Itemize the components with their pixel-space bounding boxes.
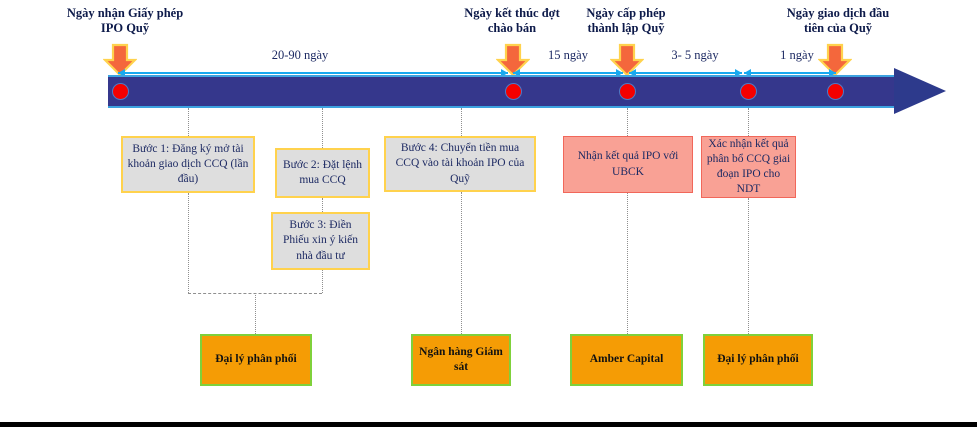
timeline-bar-body	[108, 75, 898, 108]
duration-measure-4	[744, 68, 836, 77]
measure-cap-left-icon	[744, 68, 751, 77]
timeline-dot-1	[112, 83, 129, 100]
step-box-1[interactable]: Bước 1: Đăng ký mở tài khoản giao dịch C…	[121, 136, 255, 193]
duration-label-2: 15 ngày	[548, 48, 588, 62]
milestone-label-3: Ngày cấp phép thành lập Quỹ	[586, 6, 666, 36]
connector-bar-to-step1	[188, 108, 189, 136]
timeline-dot-4	[740, 83, 757, 100]
actor-box-3[interactable]: Amber Capital	[570, 334, 683, 386]
connector-bar-to-result1	[627, 108, 628, 136]
duration-label-1: 20-90 ngày	[271, 48, 329, 62]
actor-box-2[interactable]: Ngân hàng Giám sát	[411, 334, 511, 386]
measure-line	[629, 72, 742, 74]
measure-line	[744, 72, 836, 74]
actor-box-1[interactable]: Đại lý phân phối	[200, 334, 312, 386]
connector-bracket-to-actor1	[255, 293, 256, 334]
duration-label-4: 1 ngày	[780, 48, 814, 62]
timeline-dot-5	[827, 83, 844, 100]
connector-step4-to-actor2	[461, 192, 462, 334]
measure-cap-right-icon	[616, 68, 623, 77]
milestone-arrow-icon-1	[102, 43, 138, 77]
timeline-dot-3	[619, 83, 636, 100]
duration-measure-2	[513, 68, 623, 77]
result-box-2[interactable]: Xác nhận kết quả phân bổ CCQ giai đoạn I…	[701, 136, 796, 198]
duration-measure-1	[118, 68, 508, 77]
duration-label-3: 3- 5 ngày	[671, 48, 719, 62]
timeline-arrowhead-icon	[894, 68, 946, 114]
connector-step3-down	[322, 270, 323, 293]
result-box-1[interactable]: Nhận kết quả IPO với UBCK	[563, 136, 693, 193]
measure-cap-left-icon	[513, 68, 520, 77]
milestone-label-4: Ngày giao dịch đầu tiên của Quỹ	[786, 6, 890, 36]
measure-cap-right-icon	[735, 68, 742, 77]
measure-cap-right-icon	[829, 68, 836, 77]
connector-bar-to-result2	[748, 108, 749, 136]
connector-step1-down	[188, 193, 189, 293]
measure-cap-left-icon	[629, 68, 636, 77]
milestone-arrow-icon-4	[817, 43, 853, 77]
milestone-arrow-icon-3	[609, 43, 645, 77]
connector-result2-to-actor4	[748, 198, 749, 334]
actor-box-4[interactable]: Đại lý phân phối	[703, 334, 813, 386]
connector-step2-to-step3	[322, 198, 323, 212]
milestone-label-1: Ngày nhận Giấy phép IPO Quỹ	[66, 6, 184, 36]
measure-line	[118, 72, 508, 74]
step-box-3[interactable]: Bước 3: Điền Phiếu xin ý kiến nhà đầu tư	[271, 212, 370, 270]
milestone-arrow-icon-2	[495, 43, 531, 77]
step-box-4[interactable]: Bước 4: Chuyển tiền mua CCQ vào tài khoả…	[384, 136, 536, 192]
connector-result1-to-actor3	[627, 193, 628, 334]
timeline-bar	[108, 68, 946, 114]
measure-cap-right-icon	[501, 68, 508, 77]
connector-bar-to-step2	[322, 108, 323, 148]
measure-line	[513, 72, 623, 74]
milestone-label-2: Ngày kết thúc đợt chào bán	[464, 6, 560, 36]
timeline-dot-2	[505, 83, 522, 100]
step-box-2[interactable]: Bước 2: Đặt lệnh mua CCQ	[275, 148, 370, 198]
duration-measure-3	[629, 68, 742, 77]
connector-bar-to-step4	[461, 108, 462, 136]
measure-cap-left-icon	[118, 68, 125, 77]
